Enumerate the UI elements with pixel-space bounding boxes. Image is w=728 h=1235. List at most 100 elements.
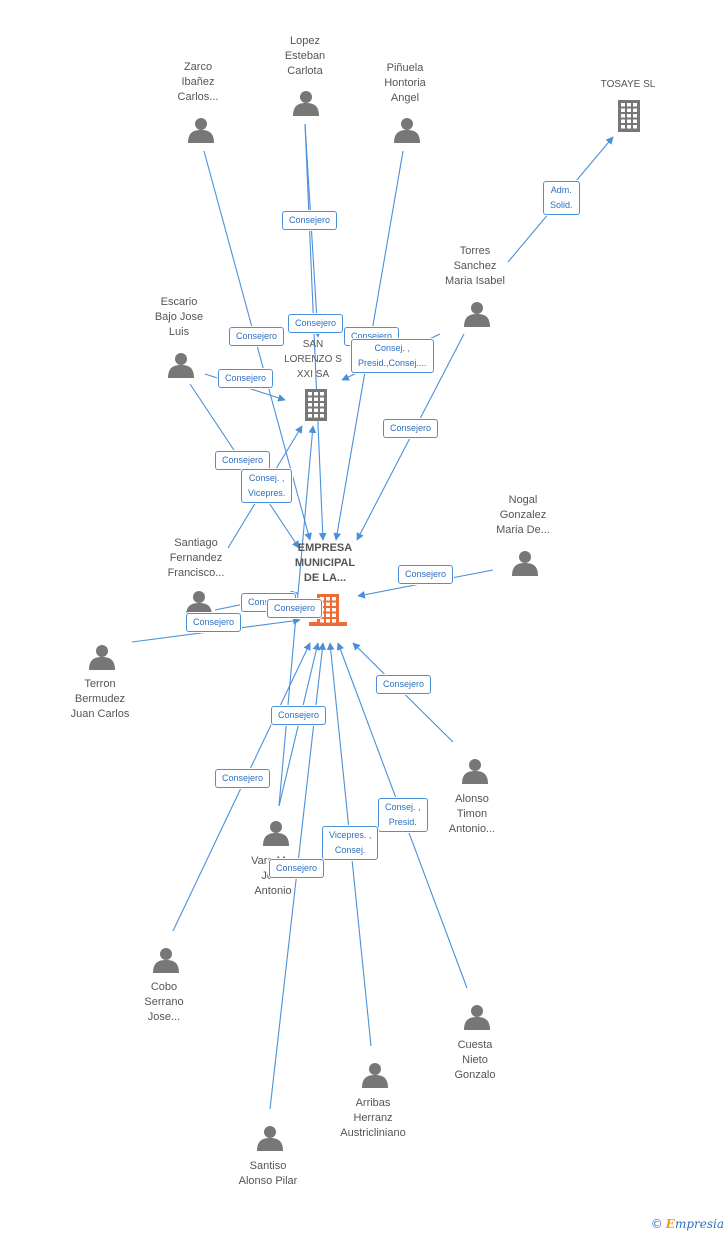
edge-label-cuesta-main[interactable]: Vicepres. ,Consej. bbox=[322, 826, 379, 860]
edge-label-line: Adm. bbox=[550, 185, 572, 195]
edge-label-alonso-main[interactable]: Consejero bbox=[376, 675, 432, 694]
node-label-line: Sanchez bbox=[453, 260, 497, 272]
node-label-line: Juan Carlos bbox=[70, 708, 130, 720]
node-label-line: Antonio... bbox=[448, 823, 496, 835]
node-label-line: Santiso bbox=[249, 1160, 287, 1172]
node-label-line: Esteban bbox=[284, 50, 326, 62]
edge-label-line: Consejero bbox=[236, 331, 278, 341]
node-label-main[interactable]: EMPRESA MUNICIPAL DE LA... bbox=[265, 541, 385, 586]
node-label-line: XXI SA bbox=[296, 369, 330, 380]
person-icon[interactable] bbox=[512, 551, 538, 576]
node-label-line: Terron bbox=[84, 678, 116, 690]
person-icon[interactable] bbox=[394, 118, 420, 143]
node-label-line: EMPRESA bbox=[297, 542, 353, 554]
edge-label-cobo-main[interactable]: Consejero bbox=[215, 769, 271, 788]
node-label-line: Maria De... bbox=[496, 524, 550, 536]
edge-label-torres-slz[interactable]: Consej. ,Presid.,Consej.... bbox=[351, 339, 434, 373]
node-label-line: Austricliniano bbox=[340, 1127, 406, 1139]
person-icon[interactable] bbox=[293, 91, 319, 116]
edge-label-zarco-main[interactable]: Consejero bbox=[229, 327, 285, 346]
building-icon[interactable] bbox=[618, 100, 640, 132]
edge-label-santiago-slz[interactable]: Consej. ,Vicepres. bbox=[241, 469, 293, 503]
edge-label-torres-tosaye[interactable]: Adm. Solid. bbox=[543, 181, 580, 215]
node-label-line: Carlota bbox=[287, 65, 323, 77]
person-icon[interactable] bbox=[362, 1063, 388, 1088]
edge-label-line: Consejero bbox=[225, 373, 267, 383]
person-icon[interactable] bbox=[263, 821, 289, 846]
person-icon[interactable] bbox=[188, 118, 214, 143]
node-label-line: Serrano bbox=[144, 996, 184, 1008]
node-label-line: Hontoria bbox=[384, 77, 426, 89]
edge-label-line: Consejero bbox=[289, 215, 331, 225]
node-label-line: Lopez bbox=[290, 35, 320, 47]
person-icon[interactable] bbox=[89, 645, 115, 670]
edge-label-line: Consej. , bbox=[385, 802, 421, 812]
edge-label-lopez-slz[interactable]: Consejero bbox=[282, 211, 338, 230]
edge-label-vara-slz[interactable]: Consejero bbox=[271, 706, 327, 725]
edge-label-arribas-main[interactable]: Consejero bbox=[269, 859, 325, 878]
edge-lopez-slz bbox=[304, 123, 322, 338]
node-label-line: Escario bbox=[160, 296, 198, 308]
person-icon[interactable] bbox=[186, 591, 212, 616]
node-label-line: DE LA... bbox=[303, 572, 347, 584]
node-label-line: Jose... bbox=[147, 1011, 181, 1023]
edge-label-line: Consejero bbox=[193, 617, 235, 627]
node-label-line: Angel bbox=[390, 92, 420, 104]
edge-label-line: Consejero bbox=[222, 455, 264, 465]
edge-label-terron-main[interactable]: Consejero bbox=[186, 613, 242, 632]
person-icon[interactable] bbox=[462, 759, 488, 784]
edge-label-nogal-main[interactable]: Consejero bbox=[398, 565, 454, 584]
person-icon[interactable] bbox=[153, 948, 179, 973]
building-icon[interactable] bbox=[305, 389, 327, 421]
edge-label-line: Consejero bbox=[295, 318, 337, 328]
person-icon[interactable] bbox=[168, 353, 194, 378]
edge-label-line: Solid. bbox=[550, 200, 573, 210]
edge-label-line: Presid.,Consej.... bbox=[358, 358, 427, 368]
edge-label-escario-main[interactable]: Consejero bbox=[215, 451, 271, 470]
node-label-line: LORENZO S bbox=[284, 354, 342, 365]
person-icon[interactable] bbox=[464, 1005, 490, 1030]
edge-label-santiso-main[interactable]: Consejero bbox=[267, 599, 323, 618]
node-label-line: TOSAYE SL bbox=[600, 79, 656, 90]
brand-logo[interactable]: ©Empresia bbox=[651, 1217, 724, 1231]
edge-label-lopez-main[interactable]: Consejero bbox=[288, 314, 344, 333]
edge-label-torres-main[interactable]: Consejero bbox=[383, 419, 439, 438]
node-label-line: Nieto bbox=[462, 1054, 488, 1066]
node-label-line: Gonzalo bbox=[454, 1069, 496, 1081]
edge-label-line: Consej. bbox=[334, 845, 366, 855]
node-label-line: Alonso bbox=[455, 793, 489, 805]
node-label-line: Antonio bbox=[254, 885, 292, 897]
edge-label-line: Consejero bbox=[278, 710, 320, 720]
person-icon[interactable] bbox=[464, 302, 490, 327]
node-label-line: Zarco bbox=[183, 61, 213, 73]
edge-label-vara-main[interactable]: Consej. ,Presid. bbox=[378, 798, 428, 832]
edge-label-line: Consejero bbox=[276, 863, 318, 873]
edge-label-line: Vicepres. bbox=[248, 488, 286, 498]
node-label-line: Cobo bbox=[150, 981, 178, 993]
node-label-line: Arribas bbox=[355, 1097, 391, 1109]
node-label-line: Fernandez bbox=[169, 552, 223, 564]
node-label-tosaye[interactable]: TOSAYE SL bbox=[568, 77, 688, 92]
edge-label-escario-slz[interactable]: Consejero bbox=[218, 369, 274, 388]
building-icon[interactable] bbox=[309, 594, 347, 626]
person-icon[interactable] bbox=[257, 1126, 283, 1151]
node-label-line: Gonzalez bbox=[499, 509, 547, 521]
node-label-line: Torres bbox=[459, 245, 491, 257]
node-label-line: MUNICIPAL bbox=[294, 557, 356, 569]
brand-name: mpresia bbox=[674, 1217, 724, 1231]
